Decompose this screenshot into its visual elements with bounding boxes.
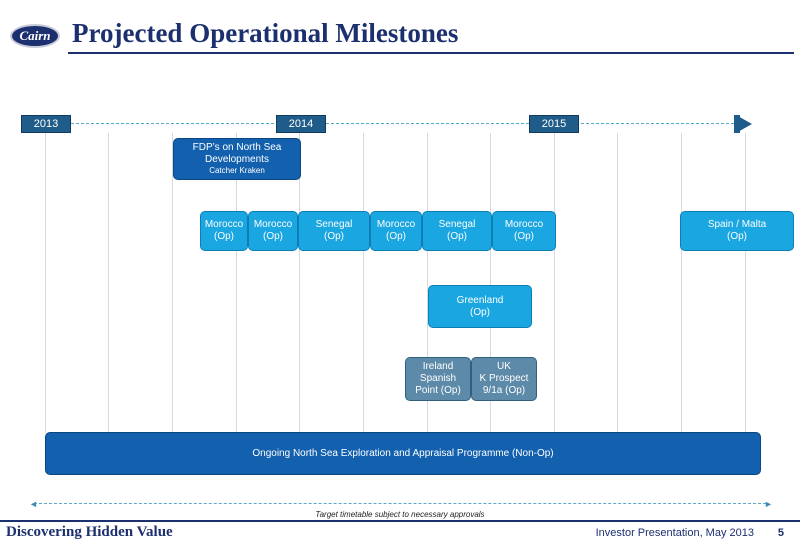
- quarter-gridline: [108, 133, 109, 433]
- milestone-greenland: Greenland (Op): [428, 285, 532, 328]
- arrow-right-icon: ►: [764, 499, 773, 509]
- quarter-gridline: [363, 133, 364, 433]
- milestone-label: (Op): [470, 306, 490, 318]
- milestone-label: (Op): [214, 231, 234, 242]
- milestone-label: Senegal: [315, 219, 353, 230]
- quarter-gridline: [236, 133, 237, 433]
- year-marker-2013: 2013: [21, 115, 71, 133]
- milestone-label: FDP’s on North Sea: [192, 142, 282, 153]
- milestone-label: (Op): [447, 231, 467, 242]
- milestone-north-sea-programme: Ongoing North Sea Exploration and Apprai…: [45, 432, 761, 475]
- year-marker-2014: 2014: [276, 115, 326, 133]
- milestone-label: K Prospect: [479, 373, 529, 384]
- milestone-label: Spanish: [419, 373, 457, 384]
- quarter-gridline: [745, 133, 746, 433]
- milestone-fdp-north-sea: FDP’s on North Sea Developments Catcher …: [173, 138, 301, 180]
- milestone-label: Ireland: [422, 361, 454, 372]
- milestone-label: (Op): [727, 231, 747, 242]
- milestone-senegal-2: Senegal (Op): [422, 211, 492, 251]
- milestone-label: Ongoing North Sea Exploration and Apprai…: [252, 447, 554, 459]
- quarter-gridline: [172, 133, 173, 433]
- milestone-label: (Op): [386, 231, 406, 242]
- timetable-note: Target timetable subject to necessary ap…: [315, 510, 485, 519]
- milestone-morocco-2: Morocco (Op): [248, 211, 298, 251]
- milestone-morocco-4: Morocco (Op): [492, 211, 556, 251]
- quarter-gridline: [617, 133, 618, 433]
- milestone-label: Morocco: [376, 219, 416, 230]
- footer-divider: [0, 520, 800, 522]
- milestone-label: Greenland: [456, 294, 504, 306]
- milestone-morocco-1: Morocco (Op): [200, 211, 248, 251]
- milestone-label: (Op): [324, 231, 344, 242]
- milestone-sublabel: Catcher Kraken: [209, 166, 265, 175]
- title-divider: [68, 52, 794, 54]
- footer-tagline: Discovering Hidden Value: [6, 524, 173, 540]
- timeline-axis: [66, 123, 734, 124]
- milestone-senegal-1: Senegal (Op): [298, 211, 370, 251]
- footer-presentation: Investor Presentation, May 2013: [595, 527, 754, 539]
- quarter-gridline: [299, 133, 300, 433]
- milestone-uk-k-prospect: UK K Prospect 9/1a (Op): [471, 357, 537, 401]
- milestone-label: 9/1a (Op): [482, 385, 526, 396]
- quarter-gridline: [681, 133, 682, 433]
- milestone-spain-malta: Spain / Malta (Op): [680, 211, 794, 251]
- milestone-label: Senegal: [438, 219, 476, 230]
- cairn-logo: Cairn: [10, 24, 60, 48]
- milestone-label: (Op): [263, 231, 283, 242]
- arrow-left-icon: ◄: [29, 499, 38, 509]
- timeline-arrow-icon: [736, 115, 752, 133]
- quarter-gridline: [490, 133, 491, 433]
- milestone-morocco-3: Morocco (Op): [370, 211, 422, 251]
- quarter-gridline: [554, 133, 555, 433]
- milestone-label: Developments: [205, 154, 269, 165]
- page-title: Projected Operational Milestones: [72, 18, 459, 48]
- milestone-label: Point (Op): [415, 385, 461, 396]
- milestone-label: Morocco: [253, 219, 293, 230]
- milestone-label: Morocco: [504, 219, 544, 230]
- milestone-label: Spain / Malta: [707, 219, 767, 230]
- milestone-label: Morocco: [204, 219, 244, 230]
- milestone-label: UK: [497, 361, 511, 372]
- quarter-gridline: [427, 133, 428, 433]
- milestone-ireland: Ireland Spanish Point (Op): [405, 357, 471, 401]
- quarter-gridline: [45, 133, 46, 433]
- page-number: 5: [777, 527, 784, 539]
- milestone-label: (Op): [514, 231, 534, 242]
- year-marker-2015: 2015: [529, 115, 579, 133]
- timetable-span-line: [34, 503, 766, 504]
